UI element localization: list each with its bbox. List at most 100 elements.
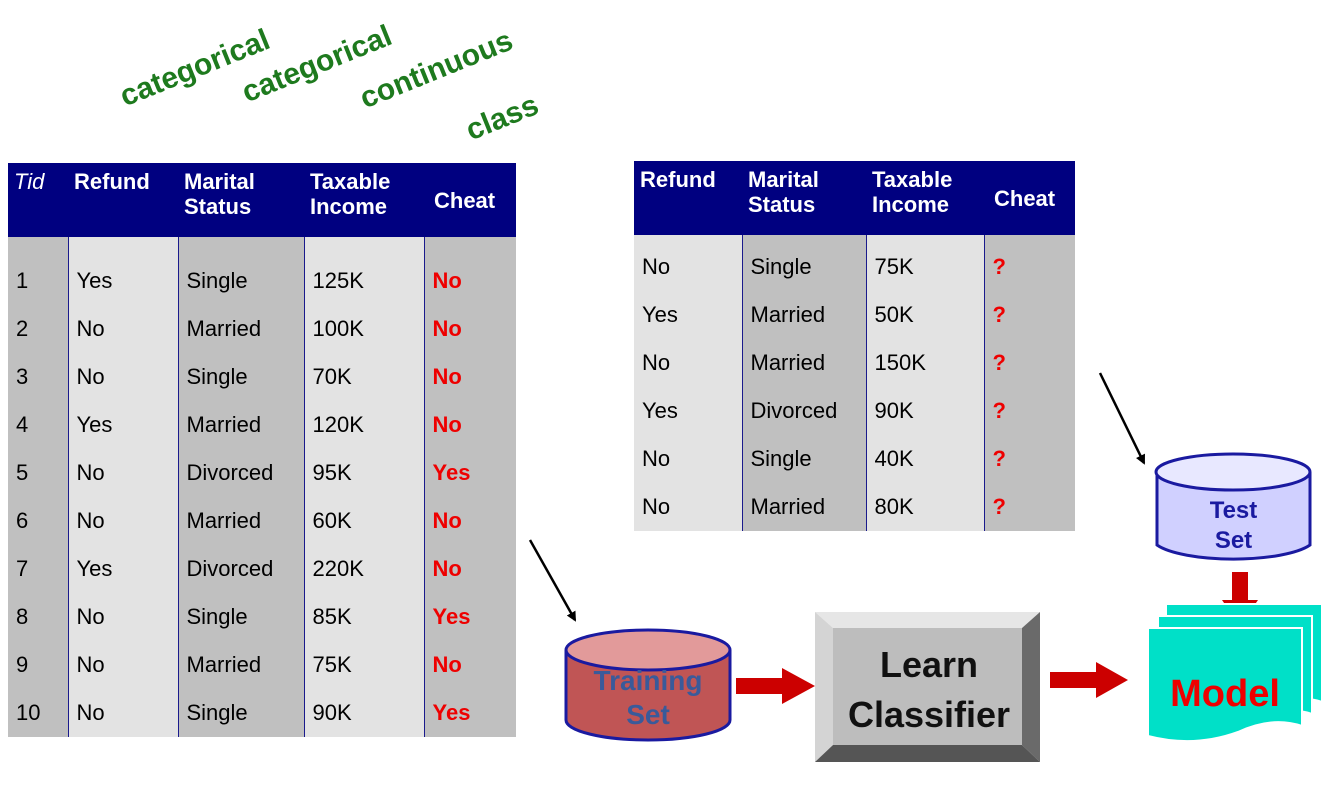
cell-income: 75K	[865, 243, 984, 291]
cell-income: 70K	[303, 353, 424, 401]
cell-cheat: ?	[983, 483, 1075, 531]
cell-refund: No	[67, 353, 178, 401]
cell-cheat: Yes	[423, 689, 516, 737]
cell-marital: Single	[177, 689, 304, 737]
cell-tid: 4	[8, 401, 68, 449]
cell-income: 220K	[303, 545, 424, 593]
cell-cheat: No	[423, 353, 516, 401]
header-cheat: Cheat	[424, 163, 516, 237]
spacer-row	[8, 237, 516, 257]
cell-refund: Yes	[67, 257, 178, 305]
table-row: Yes Divorced 90K ?	[634, 387, 1075, 435]
cell-refund: Yes	[634, 291, 742, 339]
header-tid: Tid	[8, 163, 68, 237]
cell-tid: 10	[8, 689, 68, 737]
cell-tid: 7	[8, 545, 68, 593]
cell-income: 95K	[303, 449, 424, 497]
cell-marital: Married	[177, 497, 304, 545]
cell-tid: 6	[8, 497, 68, 545]
cell-refund: Yes	[634, 387, 742, 435]
cell-income: 150K	[865, 339, 984, 387]
cell-refund: No	[67, 305, 178, 353]
table-row: 1 Yes Single 125K No	[8, 257, 516, 305]
cell-marital: Single	[177, 593, 304, 641]
cell-marital: Single	[741, 243, 866, 291]
cell-refund: No	[634, 243, 742, 291]
cell-tid: 9	[8, 641, 68, 689]
table-row: 5 No Divorced 95K Yes	[8, 449, 516, 497]
header-refund: Refund	[634, 161, 742, 235]
cell-income: 90K	[865, 387, 984, 435]
table-row: No Single 75K ?	[634, 243, 1075, 291]
cell-marital: Single	[177, 353, 304, 401]
table-row: 7 Yes Divorced 220K No	[8, 545, 516, 593]
cell-income: 90K	[303, 689, 424, 737]
table-row: 6 No Married 60K No	[8, 497, 516, 545]
arrow-learn-to-model	[1050, 662, 1128, 698]
table-row: 2 No Married 100K No	[8, 305, 516, 353]
cell-refund: No	[67, 497, 178, 545]
cell-income: 120K	[303, 401, 424, 449]
cell-cheat: No	[423, 257, 516, 305]
cell-income: 60K	[303, 497, 424, 545]
cell-refund: No	[67, 641, 178, 689]
table-row: 3 No Single 70K No	[8, 353, 516, 401]
cell-refund: No	[67, 689, 178, 737]
model-label: Model	[1170, 673, 1280, 715]
cell-refund: Yes	[67, 401, 178, 449]
training-set-cylinder	[564, 628, 732, 742]
cell-income: 75K	[303, 641, 424, 689]
arrow-training-to-learn	[736, 668, 815, 704]
cell-cheat: No	[423, 401, 516, 449]
cell-marital: Single	[177, 257, 304, 305]
cell-cheat: Yes	[423, 449, 516, 497]
cell-cheat: ?	[983, 243, 1075, 291]
test-pointer-arrow	[1098, 372, 1146, 465]
model-document-stack	[1147, 603, 1323, 743]
table-row: 8 No Single 85K Yes	[8, 593, 516, 641]
cell-cheat: No	[423, 305, 516, 353]
header-cheat: Cheat	[984, 161, 1075, 235]
cell-marital: Divorced	[741, 387, 866, 435]
table-row: 10 No Single 90K Yes	[8, 689, 516, 737]
cell-income: 40K	[865, 435, 984, 483]
cell-income: 50K	[865, 291, 984, 339]
cell-marital: Married	[177, 401, 304, 449]
training-pointer-arrow	[528, 539, 577, 622]
cell-cheat: Yes	[423, 593, 516, 641]
table-row: Yes Married 50K ?	[634, 291, 1075, 339]
cell-cheat: No	[423, 497, 516, 545]
cell-tid: 3	[8, 353, 68, 401]
cell-tid: 2	[8, 305, 68, 353]
cell-marital: Married	[741, 483, 866, 531]
cell-refund: Yes	[67, 545, 178, 593]
cell-income: 80K	[865, 483, 984, 531]
cell-marital: Married	[741, 291, 866, 339]
cell-marital: Married	[177, 641, 304, 689]
header-refund: Refund	[68, 163, 178, 237]
cell-income: 125K	[303, 257, 424, 305]
spacer-row	[634, 235, 1075, 243]
cell-refund: No	[634, 435, 742, 483]
table-row: No Married 80K ?	[634, 483, 1075, 531]
cell-refund: No	[634, 483, 742, 531]
cell-tid: 5	[8, 449, 68, 497]
learn-classifier-box	[815, 612, 1040, 762]
table-row: 9 No Married 75K No	[8, 641, 516, 689]
cell-refund: No	[634, 339, 742, 387]
cell-marital: Married	[177, 305, 304, 353]
cell-cheat: ?	[983, 291, 1075, 339]
cell-cheat: ?	[983, 387, 1075, 435]
cell-income: 85K	[303, 593, 424, 641]
cell-refund: No	[67, 593, 178, 641]
cell-marital: Married	[741, 339, 866, 387]
